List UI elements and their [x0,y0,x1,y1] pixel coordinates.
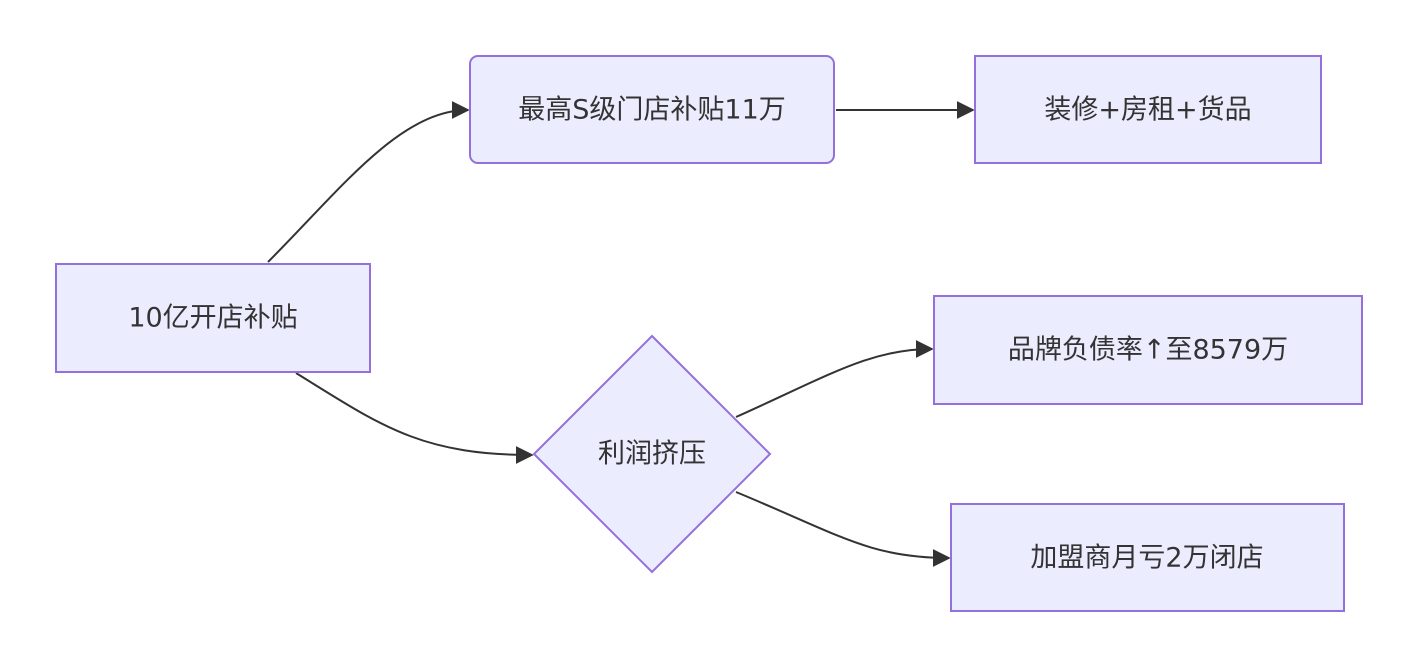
node-profit-squeeze: 利润挤压 [532,334,772,574]
node-profit-squeeze-label: 利润挤压 [598,439,706,470]
node-max-subsidy-label: 最高S级门店补贴11万 [518,95,786,126]
edge-squeeze-to-debt [735,340,934,418]
node-uses-label: 装修+房租+货品 [1044,95,1251,126]
node-franchisee-loss-label: 加盟商月亏2万闭店 [1030,543,1263,574]
node-subsidy-label: 10亿开店补贴 [128,303,297,334]
edge-squeeze-to-loss [735,491,951,567]
node-brand-debt-label: 品牌负债率↑至8579万 [1008,335,1288,366]
node-brand-debt: 品牌负债率↑至8579万 [933,295,1363,405]
node-franchisee-loss: 加盟商月亏2万闭店 [950,503,1345,612]
edge-subsidy-to-max [267,101,470,263]
node-uses: 装修+房租+货品 [974,55,1322,164]
edge-subsidy-to-squeeze [295,372,534,464]
node-subsidy: 10亿开店补贴 [55,263,371,373]
node-max-subsidy: 最高S级门店补贴11万 [469,55,835,164]
